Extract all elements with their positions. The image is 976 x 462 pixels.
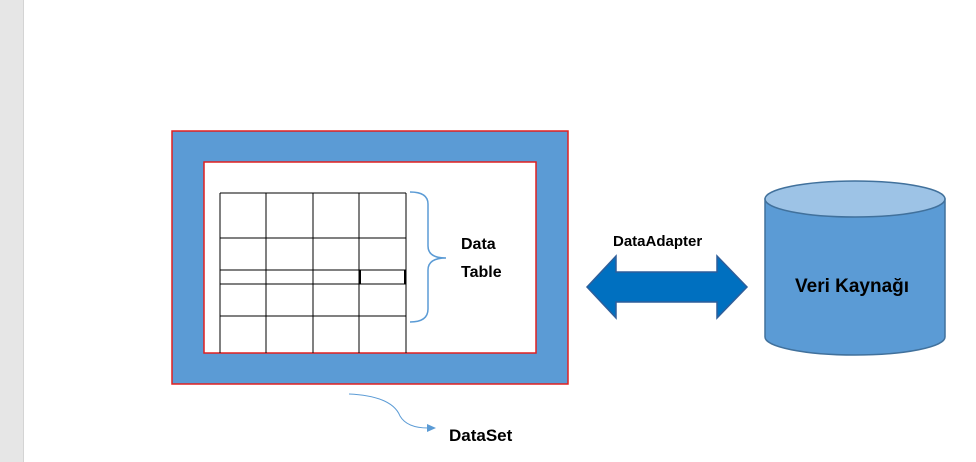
dataset-pointer-arrowhead xyxy=(427,424,436,432)
dataadapter-label: DataAdapter xyxy=(613,233,703,250)
data-source-cylinder xyxy=(764,180,946,356)
table-brace xyxy=(409,191,447,323)
data-table-grid xyxy=(219,192,407,353)
data-source-label: Veri Kaynağı xyxy=(795,276,910,297)
dataset-pointer-arrow xyxy=(348,393,429,429)
dataset-inner-panel xyxy=(203,161,537,354)
dataadapter-arrow xyxy=(585,254,749,320)
dataset-label: DataSet xyxy=(449,426,513,445)
data-table-label-line1: Data xyxy=(461,236,496,253)
document-left-margin xyxy=(0,0,24,462)
data-table-label-line2: Table xyxy=(461,264,502,281)
